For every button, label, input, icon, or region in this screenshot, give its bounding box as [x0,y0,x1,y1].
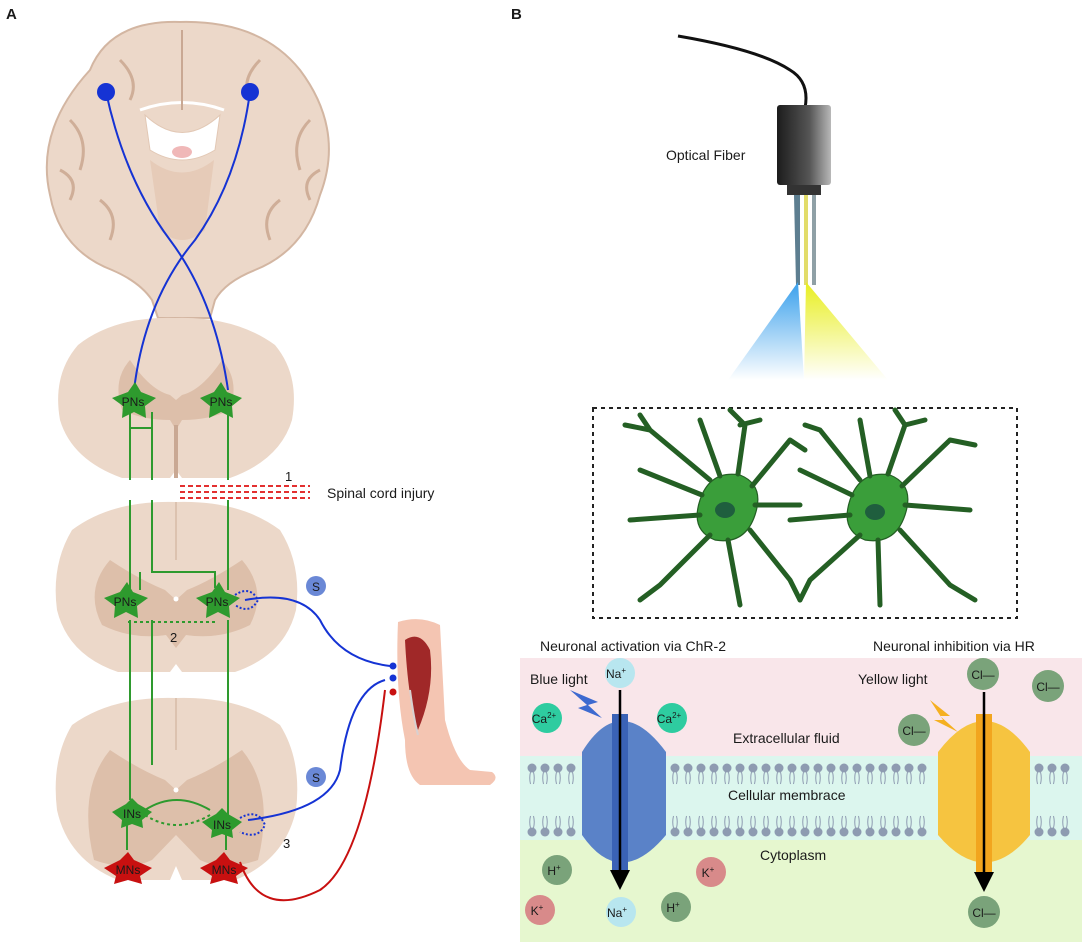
ion-cl-1: Cl— [967,658,999,690]
optical-fiber [677,34,888,380]
svg-text:Cl—: Cl— [971,668,994,682]
cytoplasm-label: Cytoplasm [760,847,826,863]
s-label-1: S [312,580,320,594]
leg-illustration [389,619,496,785]
neuron-left [622,407,808,608]
sensory-ganglion-2: S [306,767,326,787]
neuron-pns-3: PNs [104,582,148,618]
spinal-section-1 [58,317,294,478]
yellow-light-label: Yellow light [858,671,928,687]
num-2: 2 [170,630,177,645]
num-3: 3 [283,836,290,851]
optical-fiber-label: Optical Fiber [666,147,746,163]
spinal-section-2 [55,501,298,672]
pns-label-4: PNs [206,595,229,609]
svg-text:Cl—: Cl— [972,906,995,920]
panel-a-label: A [6,6,17,23]
spinal-section-3 [55,697,298,880]
ion-ca-right: Ca2+ [657,703,687,733]
membrane-label: Cellular membrace [728,787,846,803]
ion-k-1: K+ [525,895,555,925]
chr2-channel [582,690,666,890]
ion-h-1: H+ [542,855,572,885]
blue-lightning-icon [570,690,602,718]
neuron-mns-1: MNs [104,852,152,884]
ion-cl-2: Cl— [1032,670,1064,702]
corticospinal-tracts [105,91,251,391]
panel-b-label: B [511,6,522,23]
pns-label-3: PNs [114,595,137,609]
svg-text:K+: K+ [531,903,544,918]
svg-text:Ca2+: Ca2+ [532,711,557,726]
neuron-ins-1: INs [112,798,152,828]
cortex-neuron-right [241,83,259,101]
ins-label-1: INs [123,807,141,821]
blue-light-label: Blue light [530,671,588,687]
yellow-lightning-icon [930,700,958,732]
s-label-2: S [312,771,320,785]
neuron-right [787,407,978,608]
activation-title: Neuronal activation via ChR-2 [540,638,726,654]
svg-text:Na+: Na+ [606,666,626,681]
spinal-cord-injury-marker [180,485,310,499]
inhibition-title: Neuronal inhibition via HR [873,638,1035,654]
mns-label-1: MNs [116,863,141,877]
neuron-box [592,407,1018,619]
ion-h-2: H+ [661,892,691,922]
pns-label-1: PNs [122,395,145,409]
sensory-ganglion-1: S [306,576,326,596]
svg-text:H+: H+ [666,900,680,915]
neuron-pns-2: PNs [200,382,242,418]
mns-label-2: MNs [212,863,237,877]
neuron-pns-1: PNs [112,382,156,418]
motor-axon [239,689,386,902]
hr-channel [938,692,1030,892]
num-1: 1 [285,469,292,484]
ion-k-2: K+ [696,857,726,887]
ins-label-2: INs [213,818,231,832]
extracellular-label: Extracellular fluid [733,730,840,746]
svg-text:Ca2+: Ca2+ [657,711,682,726]
ion-ca-left: Ca2+ [532,703,562,733]
ion-cl-4: Cl— [968,896,1000,928]
svg-text:Cl—: Cl— [902,724,925,738]
spinal-injury-label: Spinal cord injury [327,485,434,501]
neuron-mns-2: MNs [200,852,248,884]
sensory-afferents [234,590,391,836]
svg-text:Na+: Na+ [607,905,627,920]
ion-na-outside: Na+ [605,658,635,688]
neuron-pns-4: PNs [196,582,240,618]
neuron-ins-2: INs [202,808,242,838]
pns-label-2: PNs [210,395,233,409]
brain-section [45,20,330,319]
svg-text:H+: H+ [547,863,561,878]
ion-cl-3: Cl— [898,714,930,746]
propriospinal-pathways [126,408,229,850]
ion-na-inside: Na+ [606,897,636,927]
svg-text:Cl—: Cl— [1036,680,1059,694]
cortex-neuron-left [97,83,115,101]
svg-text:K+: K+ [702,865,715,880]
